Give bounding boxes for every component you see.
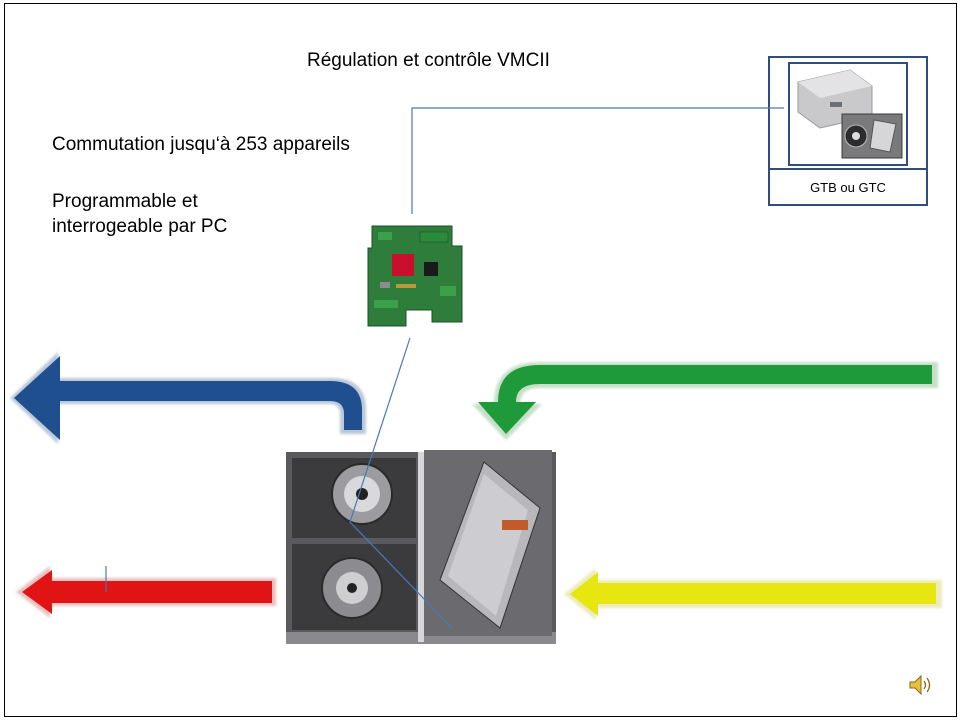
fresh-air-arrow bbox=[472, 362, 938, 440]
gtb-box: GTB ou GTC bbox=[768, 56, 928, 206]
programmable-line-2: interrogeable par PC bbox=[52, 216, 228, 237]
programmable-line-1: Programmable et bbox=[52, 191, 198, 212]
gtb-label: GTB ou GTC bbox=[770, 168, 926, 204]
ventilation-unit-icon bbox=[286, 450, 556, 644]
gtb-image-frame bbox=[788, 62, 908, 166]
gtb-units-icon bbox=[797, 69, 903, 159]
commutation-text: Commutation jusqu‘à 253 appareils bbox=[52, 134, 350, 155]
extract-arrow bbox=[16, 566, 276, 618]
control-board-icon bbox=[367, 225, 463, 327]
programmable-text: Programmable et interrogeable par PC bbox=[52, 189, 227, 239]
slide-title: Régulation et contrôle VMCII bbox=[307, 50, 550, 71]
cable-to-gtb bbox=[411, 107, 784, 214]
exhaust-arrow bbox=[10, 352, 366, 444]
cable-to-unit bbox=[349, 337, 453, 629]
speaker-icon[interactable] bbox=[908, 673, 934, 697]
outdoor-arrow bbox=[564, 568, 942, 620]
